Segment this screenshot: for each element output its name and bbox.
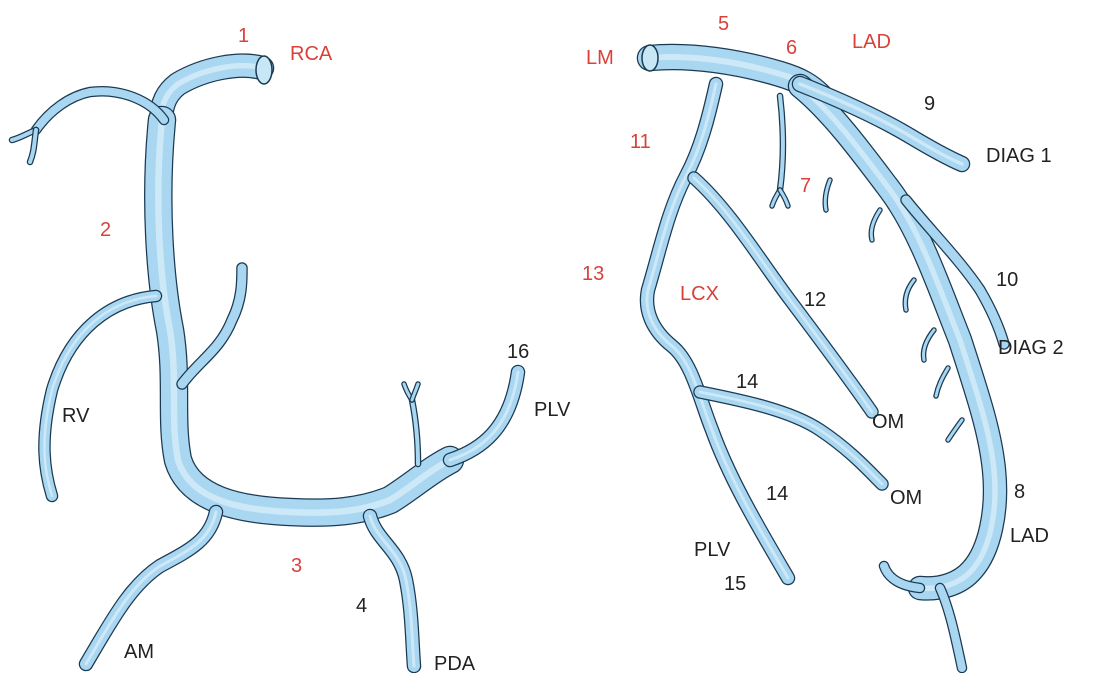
plv-label-left: PLV — [694, 539, 731, 561]
segment-5-label: 5 — [718, 13, 729, 35]
lad-label-top: LAD — [852, 31, 891, 53]
rca-top-branch-vessel — [36, 91, 164, 130]
lad-side-1-vessel — [825, 180, 830, 210]
segment-13-label: 13 — [582, 263, 604, 285]
lad-side-6-vessel — [948, 420, 962, 440]
segment-2-label: 2 — [100, 219, 111, 241]
om-upper-label: OM — [872, 411, 904, 433]
segment-9-label: 9 — [924, 93, 935, 115]
lad-side-5-vessel — [936, 368, 948, 396]
segment-6-label: 6 — [786, 37, 797, 59]
segment-15-label: 15 — [724, 573, 746, 595]
om1-vessel — [694, 178, 872, 412]
rv-branch-vessel — [44, 296, 156, 496]
rca-ostium-cap — [256, 56, 272, 84]
lad-side-2-vessel — [871, 210, 880, 240]
om-lower-label: OM — [890, 487, 922, 509]
segment-8-label: 8 — [1014, 481, 1025, 503]
pda-branch-vessel — [370, 516, 414, 666]
plv-label-right: PLV — [534, 399, 571, 421]
segment-14-upper-label: 14 — [736, 371, 758, 393]
lad-terminal-vessel — [940, 588, 962, 668]
segment-4-label: 4 — [356, 595, 367, 617]
plv-sidetwig-b-vessel — [412, 384, 418, 400]
rca-proximal-vessel — [158, 120, 450, 513]
lad-side-3-vessel — [905, 280, 914, 310]
rv-branch-outline — [44, 296, 156, 496]
rv-branch-highlight — [44, 296, 156, 496]
segment-10-label: 10 — [996, 269, 1018, 291]
rca-distal-fill — [450, 372, 518, 460]
septal-twig-b-vessel — [780, 190, 788, 206]
lad-label-bottom: LAD — [1010, 525, 1049, 547]
lad-side-4-vessel — [923, 330, 934, 360]
rca-proximal-fill — [158, 120, 450, 513]
segment-12-label: 12 — [804, 289, 826, 311]
lad-side-2-fill — [871, 210, 880, 240]
rca-proximal-outline — [158, 120, 450, 513]
segment-16-label: 16 — [507, 341, 529, 363]
lcx-label: LCX — [680, 283, 719, 305]
lad-curl-vessel — [884, 566, 920, 588]
lm-ostium-cap — [642, 45, 658, 71]
rca-proximal-highlight — [158, 120, 450, 513]
lad-terminal-fill — [940, 588, 962, 668]
rca-ostium-fill — [161, 66, 262, 128]
rca-label: RCA — [290, 43, 333, 65]
conus-branch-vessel — [182, 268, 242, 384]
segment-7-label: 7 — [800, 175, 811, 197]
lm-label: LM — [586, 47, 614, 69]
lad-curl-fill — [884, 566, 920, 588]
rca-distal-vessel — [450, 372, 518, 460]
segment-1-label: 1 — [238, 25, 249, 47]
segment-11-label: 11 — [630, 131, 651, 153]
septal-twig-vessel — [780, 96, 783, 190]
segment-3-label: 3 — [291, 555, 302, 577]
lad-side-6-fill — [948, 420, 962, 440]
am-label: AM — [124, 641, 154, 663]
rv-branch-fill — [44, 296, 156, 496]
rca-ostium-vessel — [161, 66, 262, 128]
pda-label: PDA — [434, 653, 476, 673]
diag1-label: DIAG 1 — [986, 145, 1052, 167]
plv-sidetwig-vessel — [412, 400, 418, 464]
rv-label: RV — [62, 405, 90, 427]
diag2-label: DIAG 2 — [998, 337, 1064, 359]
segment-14-lower-label: 14 — [766, 483, 788, 505]
